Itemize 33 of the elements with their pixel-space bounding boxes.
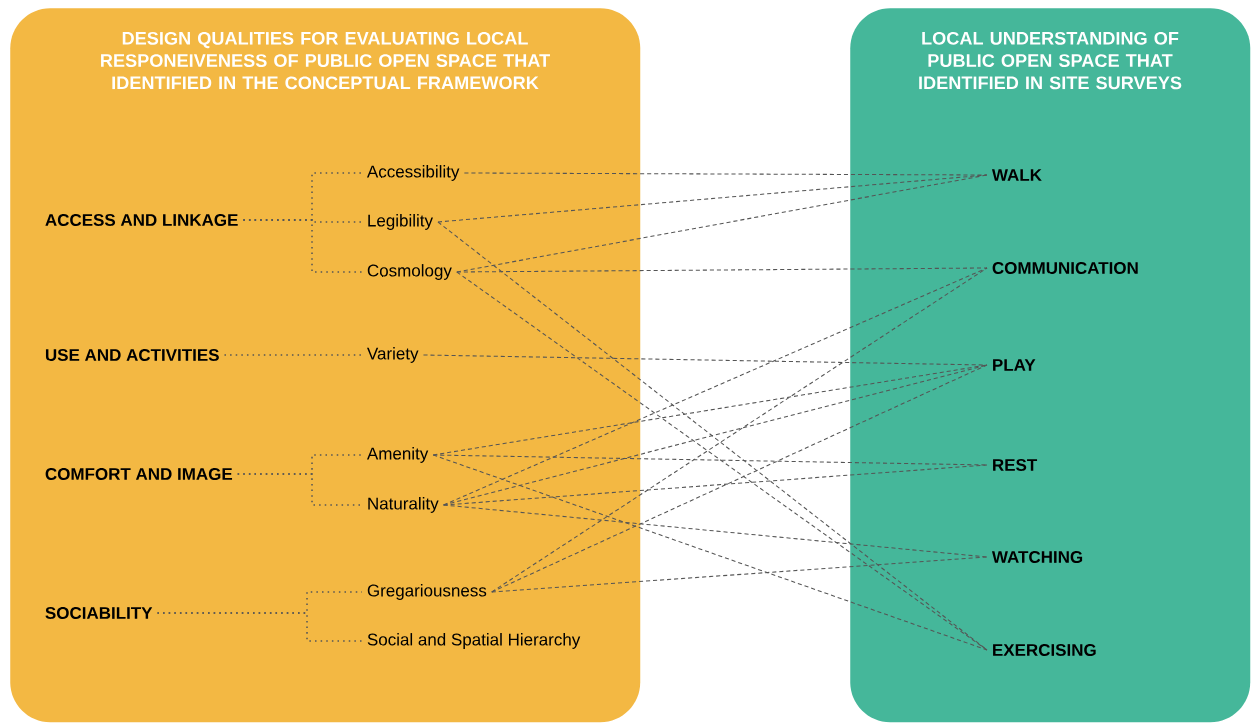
quality-label: Naturality	[368, 497, 439, 513]
activity-label: REST	[993, 458, 1038, 471]
activity-label: PLAY	[993, 359, 1036, 371]
quality-label: Cosmology	[367, 264, 452, 280]
quality-label: Accessibility	[366, 165, 460, 181]
activity-label: EXERCISING	[993, 643, 1096, 656]
connector	[432, 454, 988, 466]
connector	[491, 364, 988, 593]
connector	[443, 267, 988, 506]
category-label: USE AND ACTIVITIES	[45, 348, 219, 361]
connector	[463, 172, 988, 176]
quality-label: Variety	[367, 347, 419, 363]
activity-label: COMMUNICATION	[992, 261, 1138, 274]
category-label: COMFORT AND IMAGE	[45, 467, 233, 480]
connector	[456, 267, 988, 273]
activity-label: WALK	[991, 169, 1042, 181]
activity-label: WATCHING	[991, 550, 1083, 563]
connector	[432, 454, 988, 651]
quality-label: Social and Spatial Hierarchy	[367, 633, 581, 649]
quality-label: Legibility	[368, 214, 433, 230]
connector	[443, 364, 988, 506]
connector	[491, 267, 988, 593]
quality-label: Gregariousness	[367, 584, 487, 600]
connector	[236, 473, 363, 506]
connector	[443, 504, 988, 558]
connector	[443, 464, 988, 506]
category-label: SOCIABILITY	[45, 606, 153, 619]
connector	[156, 612, 363, 642]
connector	[422, 354, 988, 366]
connector	[242, 219, 363, 273]
connector	[223, 354, 363, 356]
category-label: ACCESS AND LINKAGE	[45, 213, 238, 226]
quality-label: Amenity	[366, 447, 429, 463]
